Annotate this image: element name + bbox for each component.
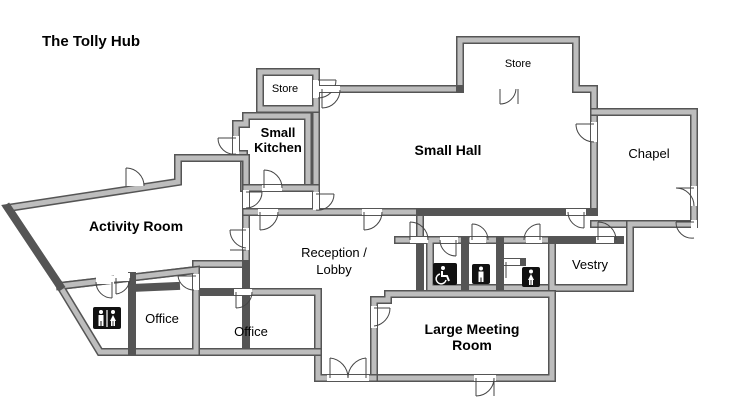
plan-title: The Tolly Hub [42, 33, 140, 50]
label-small-kitchen-line2: Kitchen [254, 140, 302, 155]
label-vestry: Vestry [572, 257, 609, 272]
female-toilet-icon [522, 267, 540, 287]
label-store-top: Store [505, 58, 531, 70]
label-small-kitchen-line1: Small [261, 125, 296, 140]
label-chapel: Chapel [628, 146, 669, 161]
accessible-toilet-icon [433, 263, 457, 285]
label-reception-line2: Lobby [316, 262, 352, 277]
label-office-large: Office [234, 324, 268, 339]
label-large-meeting-line2: Room [452, 337, 492, 353]
label-store-left: Store [272, 83, 298, 95]
room-labels: Store Store Small Kitchen Small Hall Cha… [89, 58, 670, 353]
label-reception-line1: Reception / [301, 245, 367, 260]
label-large-meeting-line1: Large Meeting [425, 321, 520, 337]
label-activity-room: Activity Room [89, 218, 183, 234]
doors [95, 79, 697, 397]
toilets-icon [93, 307, 121, 329]
label-small-hall: Small Hall [415, 142, 482, 158]
male-toilet-icon [472, 264, 490, 284]
label-office-small: Office [145, 311, 179, 326]
